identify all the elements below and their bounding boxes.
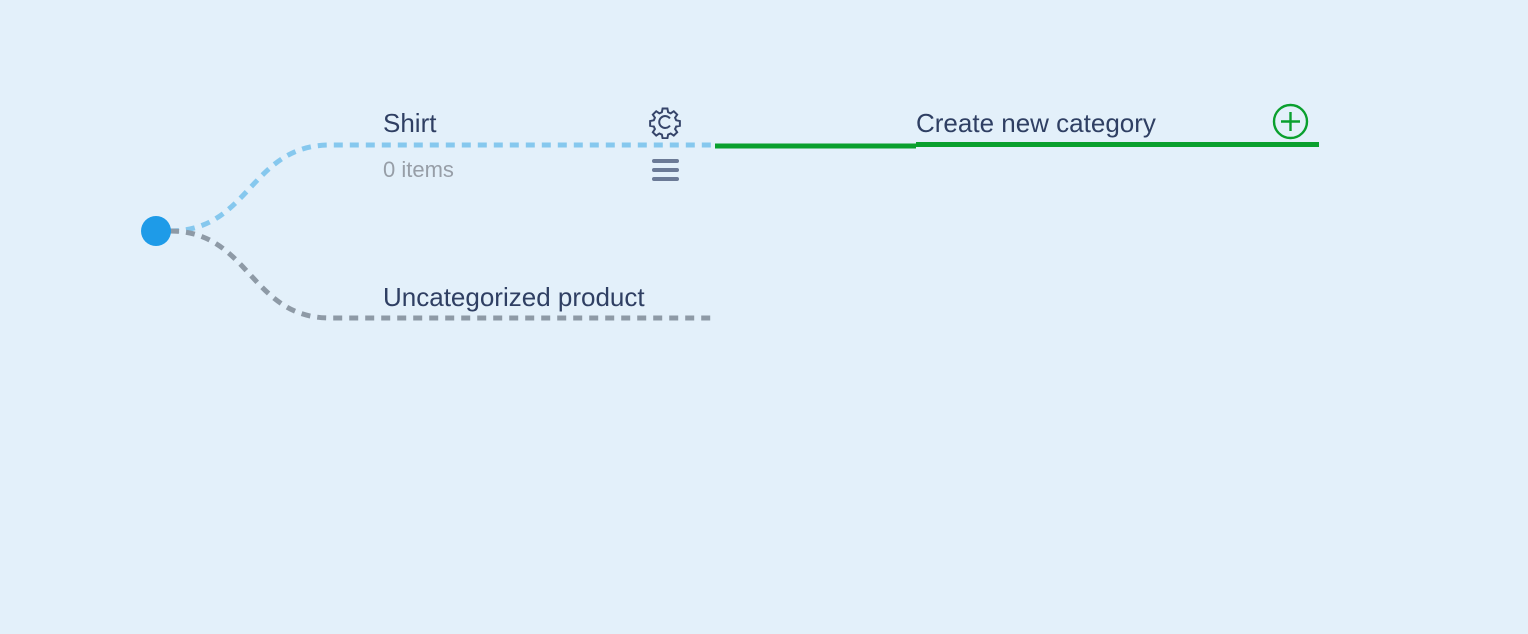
branch-uncategorized: [169, 228, 715, 321]
gear-icon[interactable]: [648, 105, 682, 144]
branch-shirt: [169, 142, 715, 234]
menu-icon[interactable]: [652, 158, 679, 189]
category-name-shirt[interactable]: Shirt: [383, 108, 437, 138]
category-count-shirt: 0 items: [383, 157, 454, 182]
plus-circle-icon[interactable]: [1272, 103, 1309, 145]
create-category-label[interactable]: Create new category: [916, 108, 1156, 138]
category-name-uncategorized[interactable]: Uncategorized product: [383, 282, 645, 312]
root-node[interactable]: [141, 216, 171, 246]
